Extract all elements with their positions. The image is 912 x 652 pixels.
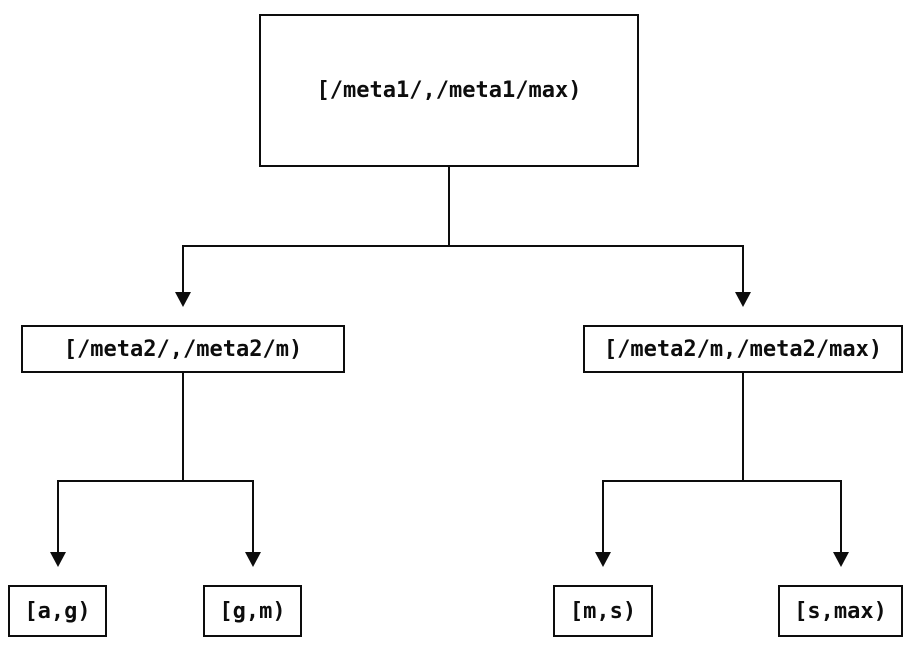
node-root: [/meta1/,/meta1/max) bbox=[259, 14, 639, 167]
node-root-label: [/meta1/,/meta1/max) bbox=[316, 78, 582, 103]
edge-root-crossbar bbox=[182, 245, 744, 247]
node-mid-left: [/meta2/,/meta2/m) bbox=[21, 325, 345, 373]
node-leaf-ag: [a,g) bbox=[8, 585, 107, 637]
arrowhead-leaf-ag-icon bbox=[50, 552, 66, 567]
edge-root-to-mid-right bbox=[742, 245, 744, 293]
edge-mid-right-to-leaf-smax bbox=[840, 480, 842, 553]
arrowhead-mid-right-icon bbox=[735, 292, 751, 307]
edge-mid-right-crossbar bbox=[602, 480, 842, 482]
edge-root-to-mid-left bbox=[182, 245, 184, 293]
arrowhead-mid-left-icon bbox=[175, 292, 191, 307]
node-leaf-ag-label: [a,g) bbox=[24, 598, 91, 624]
node-mid-right: [/meta2/m,/meta2/max) bbox=[583, 325, 903, 373]
arrowhead-leaf-gm-icon bbox=[245, 552, 261, 567]
node-mid-left-label: [/meta2/,/meta2/m) bbox=[63, 336, 303, 362]
edge-mid-left-to-leaf-gm bbox=[252, 480, 254, 553]
node-leaf-gm-label: [g,m) bbox=[219, 598, 286, 624]
node-leaf-smax-label: [s,max) bbox=[794, 598, 887, 624]
node-mid-right-label: [/meta2/m,/meta2/max) bbox=[603, 336, 883, 362]
edge-mid-right-to-leaf-ms bbox=[602, 480, 604, 553]
arrowhead-leaf-smax-icon bbox=[833, 552, 849, 567]
edge-root-stem bbox=[448, 167, 450, 246]
node-leaf-ms: [m,s) bbox=[553, 585, 653, 637]
edge-mid-left-stem bbox=[182, 373, 184, 481]
edge-mid-left-crossbar bbox=[57, 480, 254, 482]
node-leaf-gm: [g,m) bbox=[203, 585, 302, 637]
arrowhead-leaf-ms-icon bbox=[595, 552, 611, 567]
node-leaf-smax: [s,max) bbox=[778, 585, 903, 637]
edge-mid-left-to-leaf-ag bbox=[57, 480, 59, 553]
node-leaf-ms-label: [m,s) bbox=[569, 598, 637, 624]
edge-mid-right-stem bbox=[742, 373, 744, 481]
